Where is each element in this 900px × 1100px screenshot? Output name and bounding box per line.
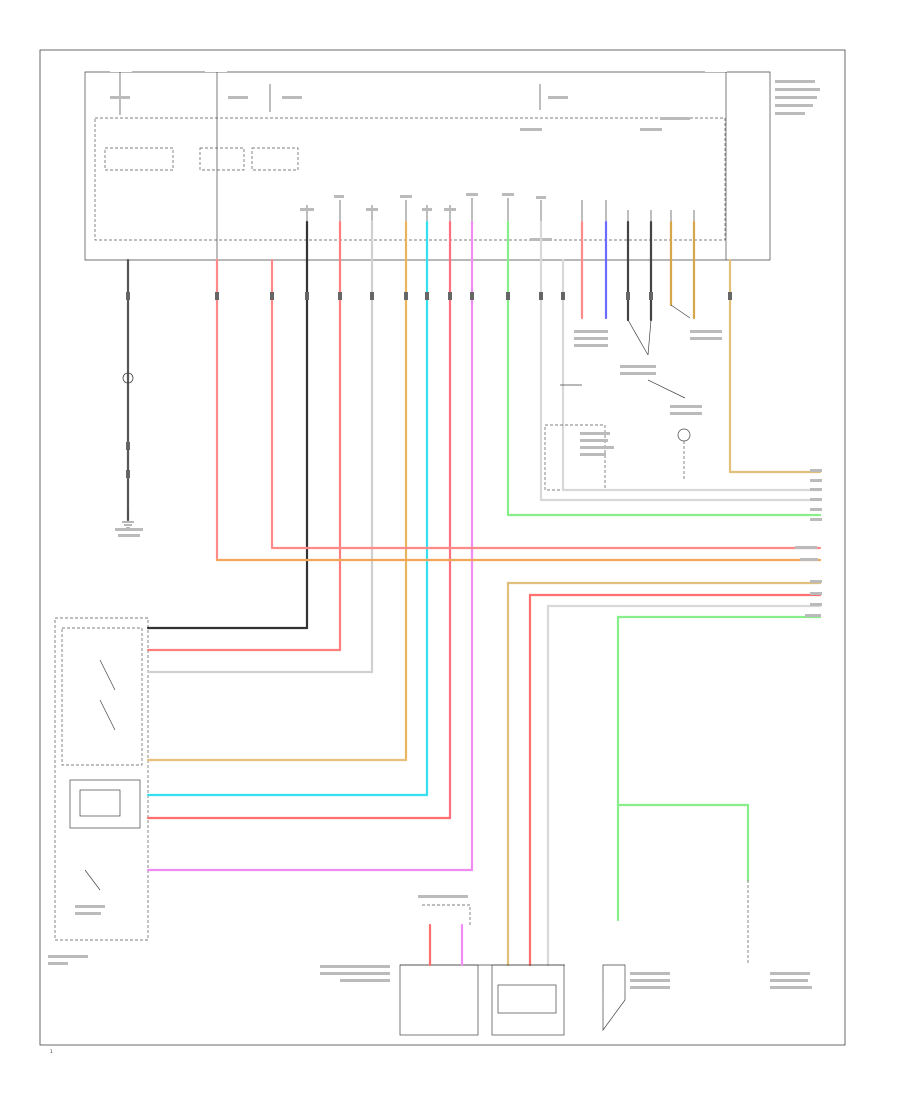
illegible-pin-labels [110,80,820,241]
bus-green-3 [616,803,750,882]
module-wires [126,220,732,872]
module-pin-stubs [306,198,695,222]
bus-red-2 [528,593,822,967]
right-components [544,304,722,491]
sensor-box-right [491,964,565,1036]
bus-green-2 [616,615,822,922]
internal-circuit-box-1 [104,147,174,171]
wire-connector-marks [126,292,732,478]
internal-circuit-box-3 [251,147,299,171]
internal-circuit-box-2 [199,147,245,171]
bus-orange-2 [506,581,822,967]
control-unit-module [84,64,820,261]
diagram-frame [39,49,846,1046]
footer-code: 1 [50,1049,53,1054]
fuse-labels [110,64,727,260]
left-sensor-stack [115,372,143,537]
left-switch-module [48,617,474,965]
bus-gray-3 [546,604,822,967]
bus-end-labels [795,469,822,617]
bottom-components [320,880,812,1036]
sensor-box-left [399,964,479,1036]
right-bus-wires [215,470,822,967]
